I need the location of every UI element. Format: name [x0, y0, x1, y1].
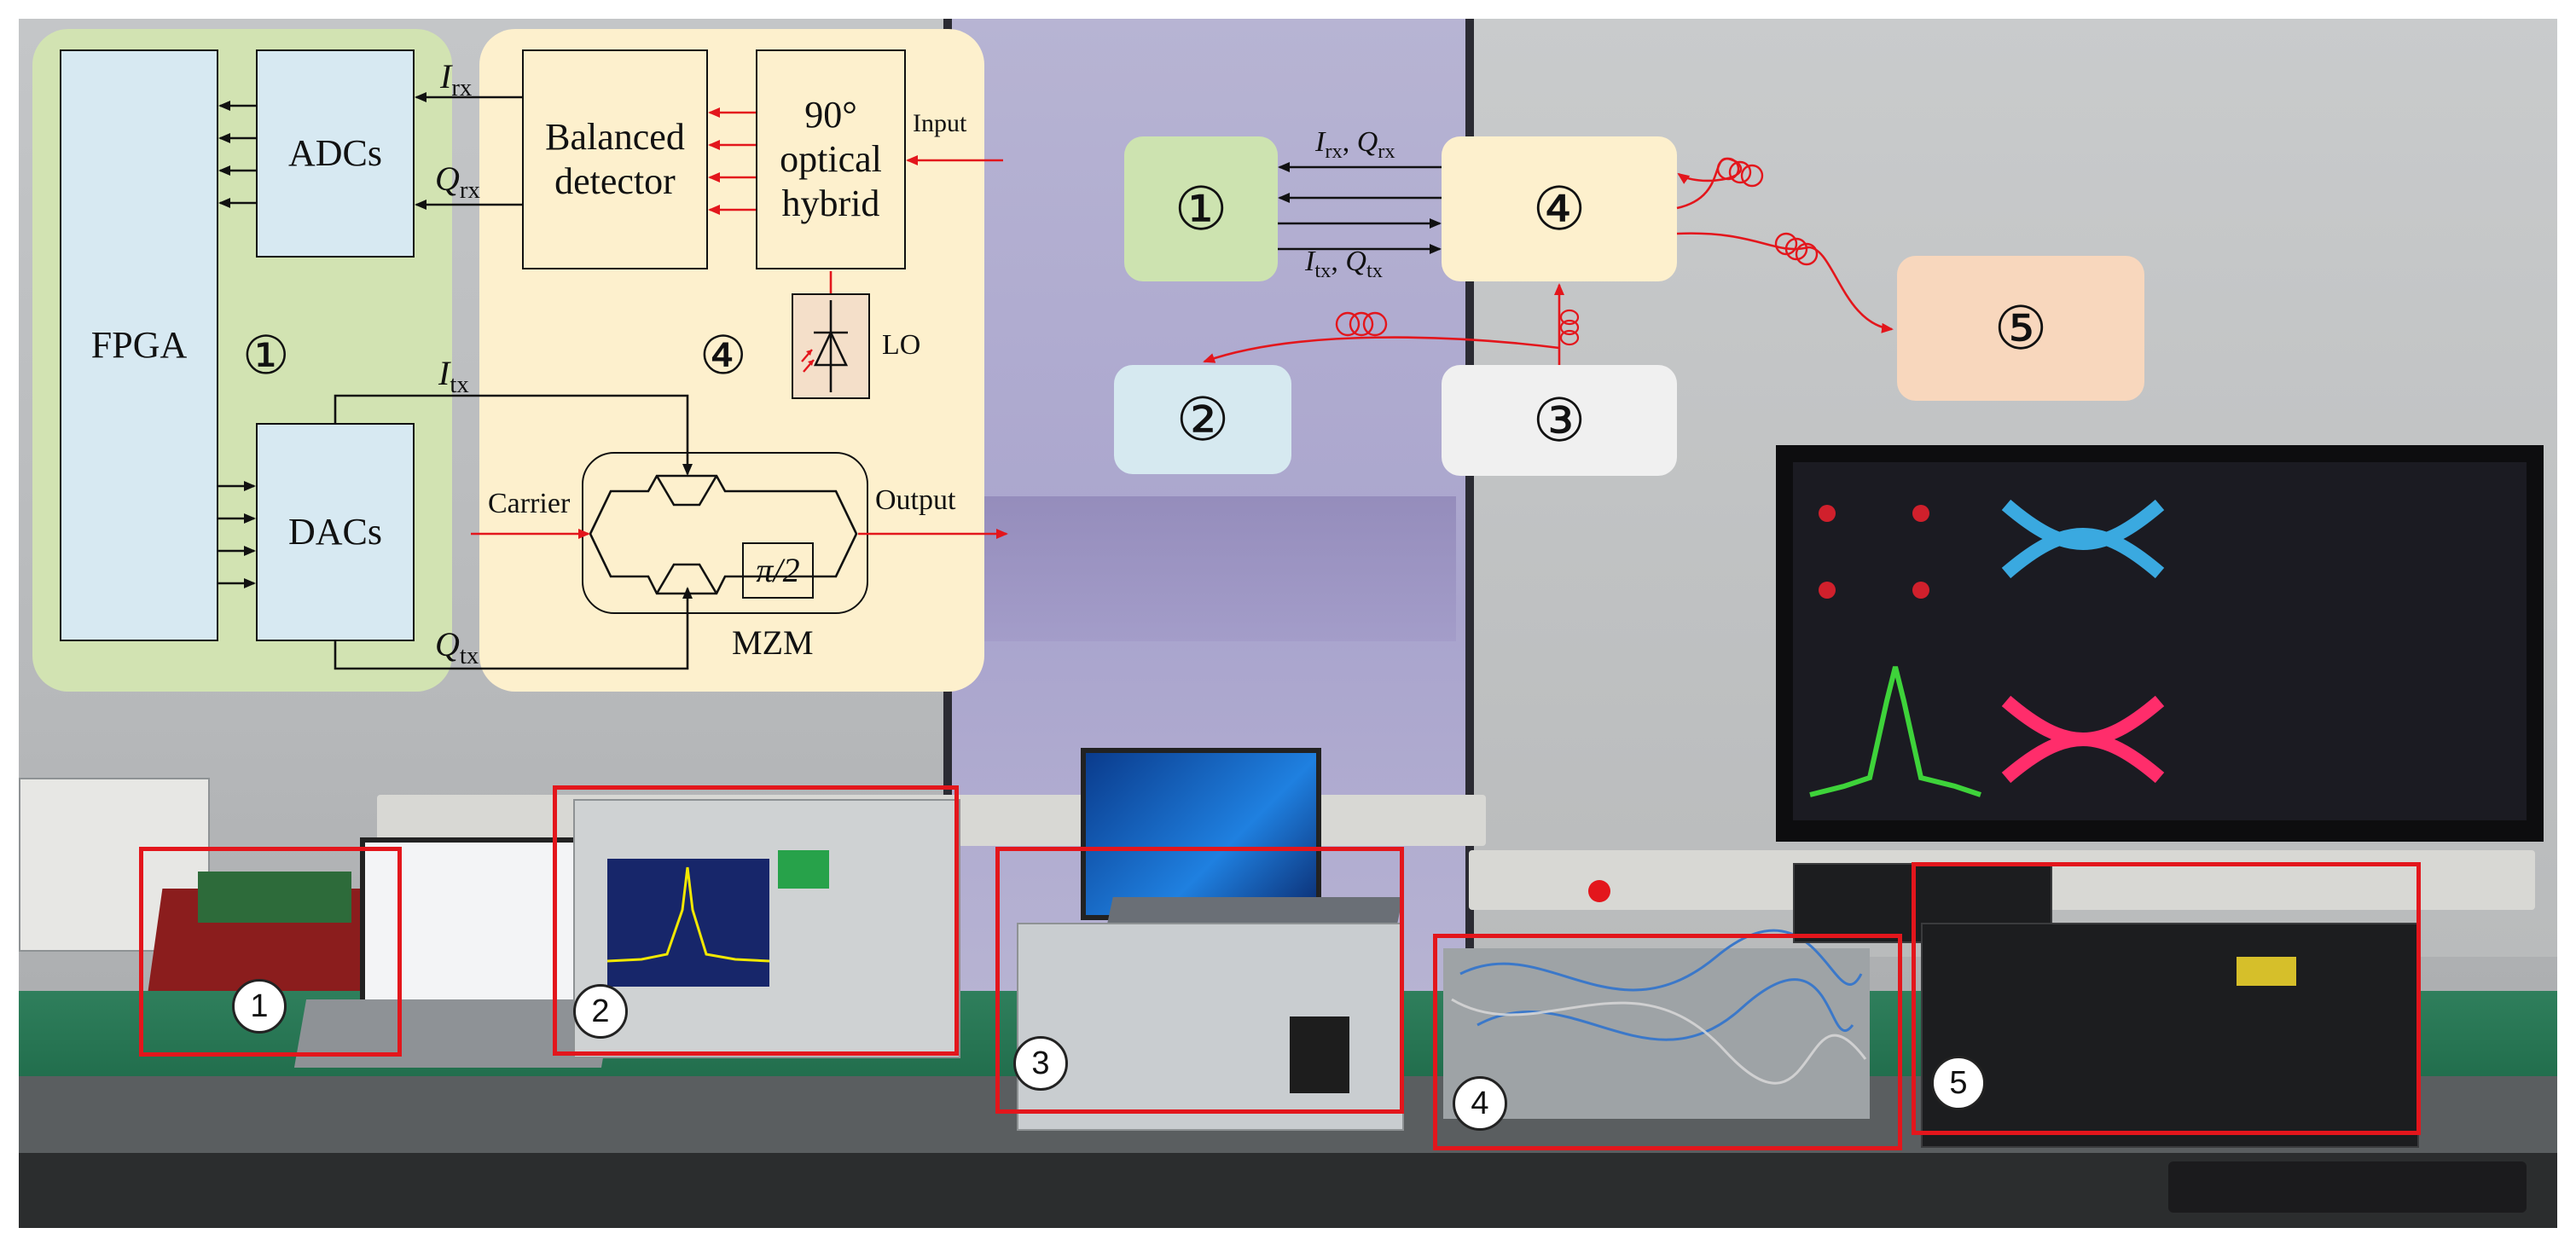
phase-shifter-block: π/2: [742, 542, 814, 599]
mzm-label: MZM: [732, 623, 814, 662]
dacs-label: DACs: [287, 511, 383, 553]
fiber-tangle: [1451, 929, 1867, 1085]
label-q-rx: Qrx: [435, 159, 480, 204]
system-block-2: ②: [1114, 365, 1291, 474]
hybrid-line-3: hybrid: [781, 182, 880, 224]
fpga-label: FPGA: [90, 324, 188, 367]
scope-display: [1793, 462, 2527, 820]
rack-chassis: [1921, 923, 2419, 1148]
balanced-detector-line-2: detector: [554, 160, 676, 202]
highlight-box-5: [1912, 862, 2421, 1135]
edge-label-tx: Itx, Qtx: [1305, 246, 1383, 282]
label-i-tx: Itx: [438, 354, 469, 398]
dacs-block: DACs: [256, 423, 415, 641]
floor-shadow: [19, 1153, 2557, 1228]
panel-number-digital: ①: [242, 327, 290, 385]
panel-number-optical: ④: [699, 327, 747, 385]
window-frame-right: [1465, 19, 1474, 1213]
adcs-label: ADCs: [287, 132, 383, 175]
red-switch: [1588, 880, 1610, 902]
balanced-detector-line-1: Balanced: [545, 116, 685, 159]
highlight-box-1: [139, 847, 402, 1057]
lo-label: LO: [882, 329, 921, 361]
window-blind: [961, 496, 1456, 641]
highlight-box-3: [995, 847, 1404, 1114]
mzm-block: [582, 452, 868, 614]
system-block-4: ④: [1442, 136, 1677, 281]
lab-photo: [19, 19, 2557, 1228]
green-tape: [778, 850, 829, 889]
adcs-block: ADCs: [256, 49, 415, 258]
highlight-box-2: [553, 785, 959, 1056]
badge-5: 5: [1931, 1056, 1986, 1110]
chassis-fan: [1290, 1016, 1349, 1093]
fpga-block: FPGA: [60, 49, 218, 641]
phase-shifter-label: π/2: [756, 551, 800, 590]
label-input: Input: [913, 109, 967, 137]
highlight-box-4: [1433, 934, 1902, 1150]
keyboard: [2168, 1161, 2527, 1213]
hybrid-line-1: 90°: [804, 94, 857, 136]
badge-1: 1: [232, 979, 287, 1034]
badge-3: 3: [1013, 1036, 1068, 1091]
label-q-tx: Qtx: [435, 625, 479, 669]
balanced-detector-block: Balanced detector: [522, 49, 708, 269]
edge-label-rx: Irx, Qrx: [1315, 126, 1395, 163]
badge-2: 2: [573, 984, 628, 1039]
label-carrier: Carrier: [488, 488, 571, 519]
optical-board-tray: [1443, 948, 1870, 1119]
osa-screen: [606, 859, 770, 987]
adc-board: [198, 872, 351, 923]
label-i-rx: Irx: [440, 57, 473, 101]
lo-laser-block: [792, 293, 870, 399]
system-block-1: ①: [1124, 136, 1278, 281]
scope-traces: [1809, 499, 2165, 797]
system-block-5: ⑤: [1897, 256, 2144, 401]
hybrid-line-2: optical: [780, 138, 882, 181]
osa-trace: [606, 866, 770, 963]
optical-hybrid-block: 90° optical hybrid: [756, 49, 906, 269]
system-block-3: ③: [1442, 365, 1677, 476]
laser-diode-icon: [801, 300, 849, 392]
chassis-label: [2237, 957, 2296, 986]
badge-4: 4: [1453, 1076, 1507, 1131]
label-output: Output: [875, 484, 956, 516]
